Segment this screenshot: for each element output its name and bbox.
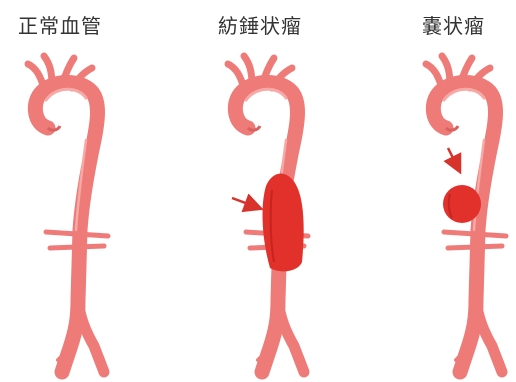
fusiform-aneurysm-bulge (263, 174, 304, 272)
saccular-aorta (426, 56, 506, 372)
normal-aorta (28, 56, 108, 372)
fusiform-arrow-icon (232, 198, 259, 208)
fusiform-aorta (228, 56, 308, 372)
saccular-arrow-icon (448, 148, 459, 170)
